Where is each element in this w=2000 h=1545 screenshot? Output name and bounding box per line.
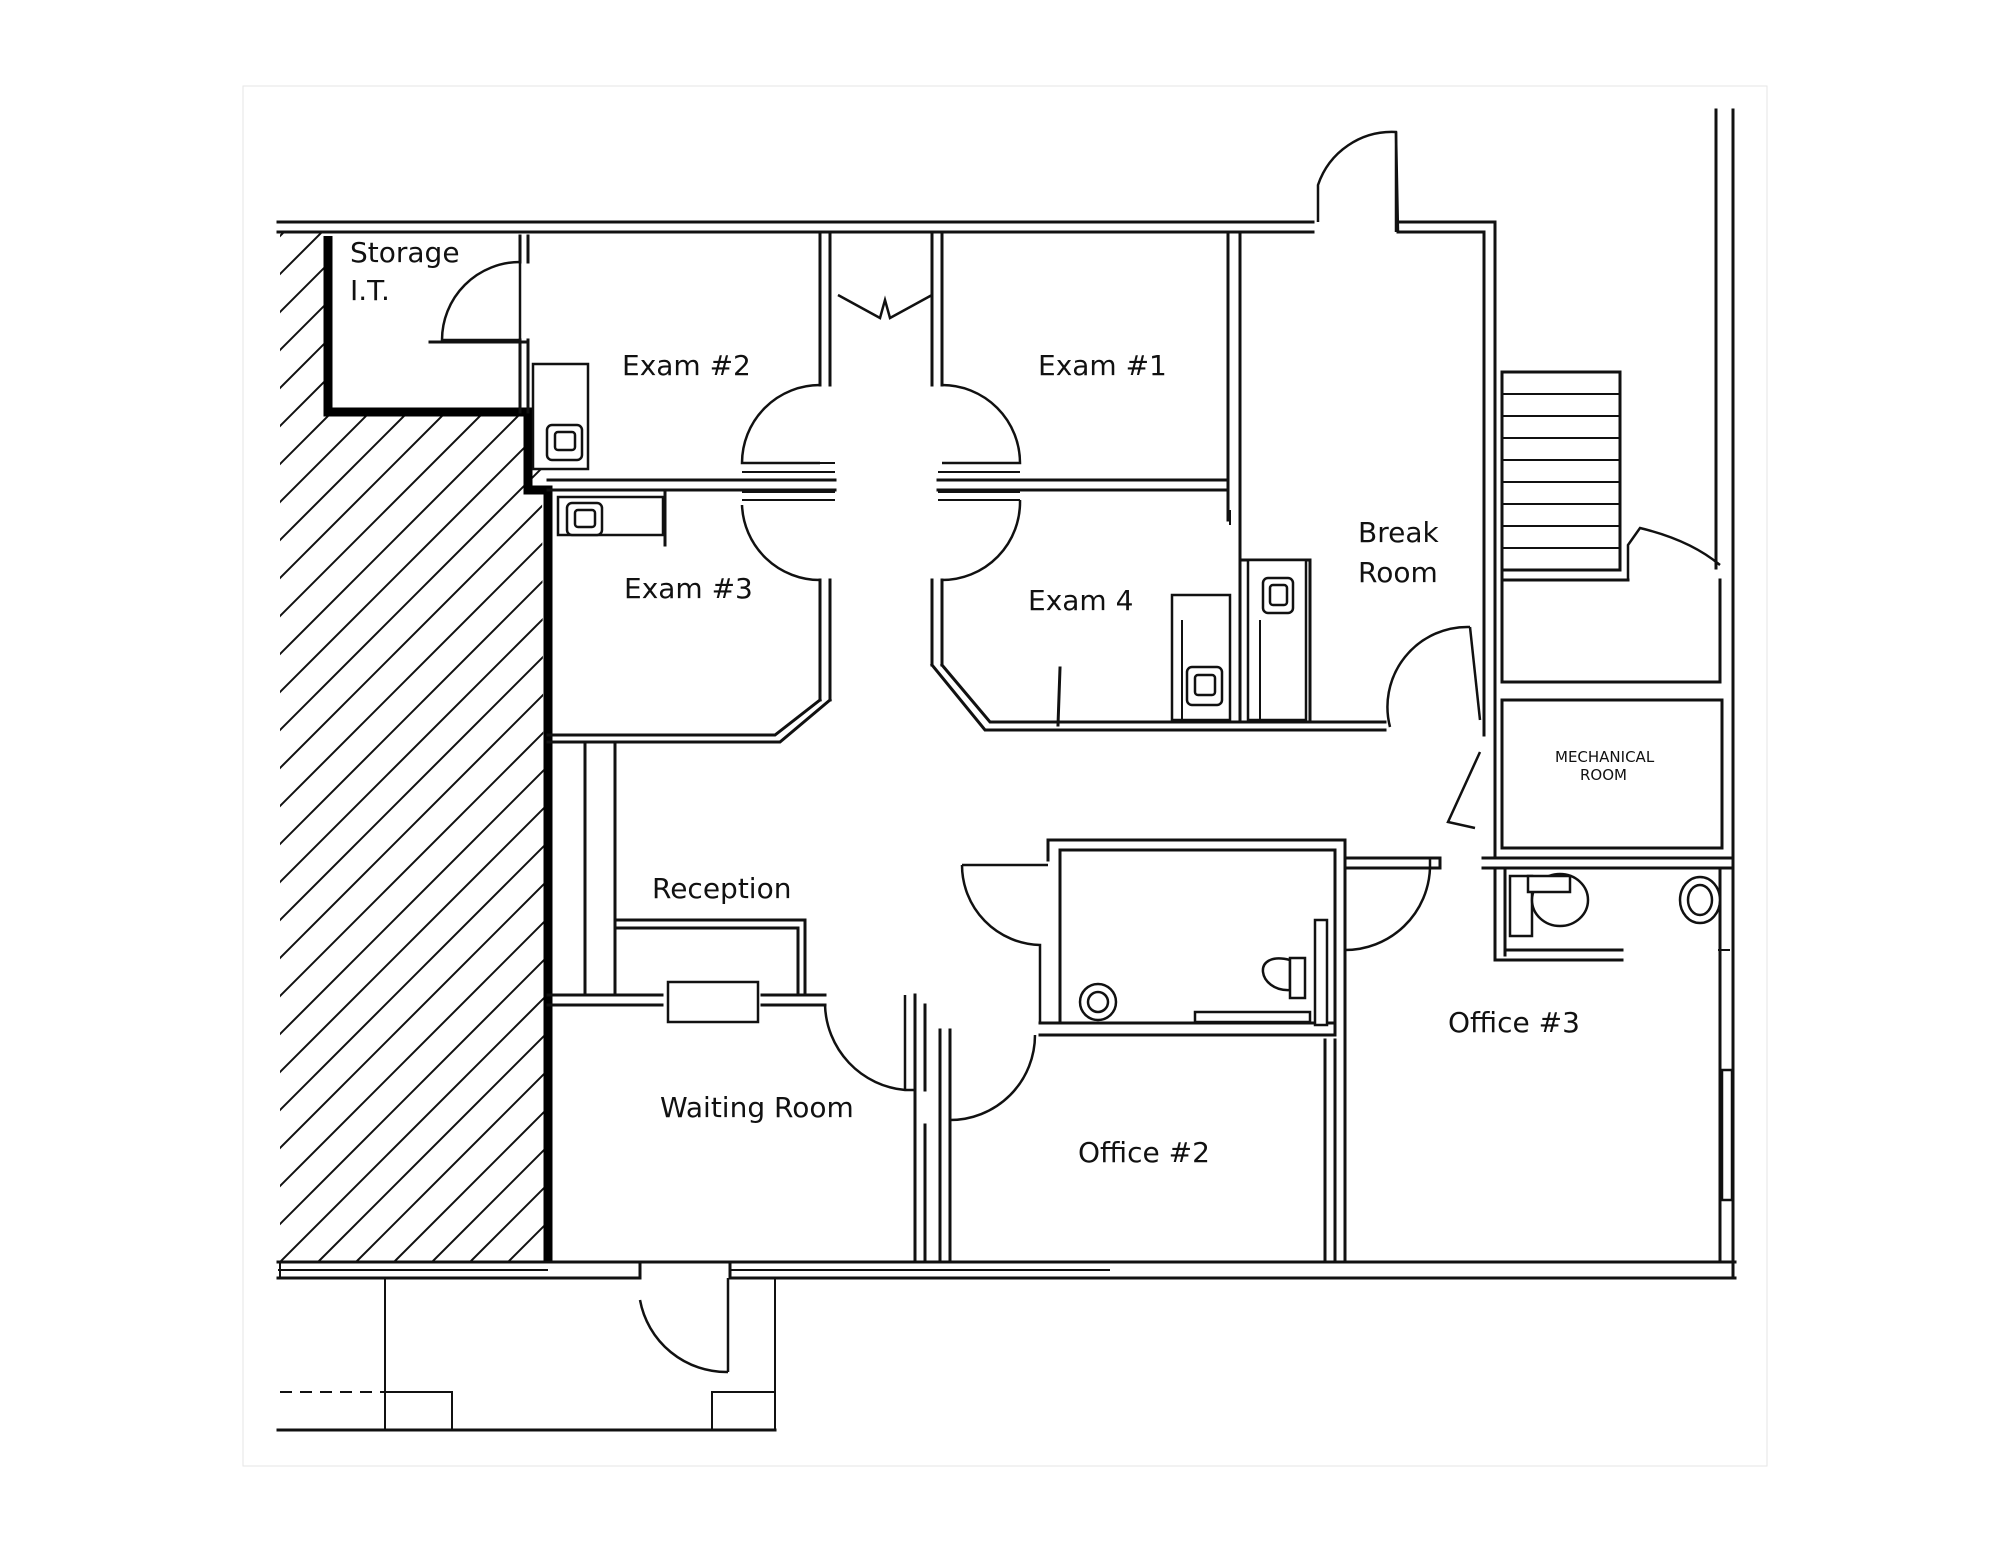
label-waiting: Waiting Room xyxy=(660,1091,854,1124)
label-break: Break xyxy=(1358,516,1439,549)
label-reception: Reception xyxy=(652,872,791,905)
hatch-line xyxy=(0,222,28,1262)
stairs xyxy=(1500,370,1721,580)
hatch-line xyxy=(0,222,104,1262)
hatch-line xyxy=(1420,222,2000,1262)
hatch-line xyxy=(0,222,180,1262)
label-exam1: Exam #1 xyxy=(1038,349,1167,382)
hatch-line xyxy=(1572,222,2000,1262)
hatch-line xyxy=(1762,222,2000,1262)
label-exam4: Exam 4 xyxy=(1028,584,1133,617)
hatch-line xyxy=(280,232,371,1262)
hatch-line xyxy=(774,222,1814,1262)
hatch-line xyxy=(0,222,256,1262)
hatch-line xyxy=(1154,222,2000,1262)
hatch-line xyxy=(280,232,546,1262)
hatch-line xyxy=(1838,222,2000,1262)
interior-walls xyxy=(428,230,1735,1264)
hatch-line xyxy=(1078,222,2000,1262)
hatch-line xyxy=(280,232,546,1262)
hatch-line xyxy=(1496,222,2000,1262)
fixtures xyxy=(531,362,1734,1202)
hatch-line xyxy=(280,232,546,1262)
label-mech-room: ROOM xyxy=(1580,766,1627,784)
hatch-line xyxy=(280,232,546,1262)
hatch-line xyxy=(280,232,409,1262)
hatch-line xyxy=(1192,222,2000,1262)
hatch-line xyxy=(280,232,546,1262)
label-office2: Office #2 xyxy=(1078,1136,1210,1169)
hatch-line xyxy=(0,222,218,1262)
page-frame xyxy=(242,85,1768,1467)
hatch-line xyxy=(280,232,546,1262)
hatch-line xyxy=(1648,222,2000,1262)
hatch-line xyxy=(280,232,485,1262)
hatch-line xyxy=(0,222,142,1262)
hatched-area xyxy=(0,222,2000,1262)
hatch-line xyxy=(1382,222,2000,1262)
hatch-line xyxy=(355,232,546,1262)
hatch-line xyxy=(280,232,546,1262)
hatch-line xyxy=(812,222,1852,1262)
hatch-line xyxy=(698,222,1738,1262)
hatch-line xyxy=(1800,222,2000,1262)
hatch-line xyxy=(280,232,546,1262)
label-it: I.T. xyxy=(350,274,390,307)
hatch-line xyxy=(1040,222,2000,1262)
hatch-line xyxy=(1724,222,2000,1262)
hatch-line xyxy=(1610,222,2000,1262)
hatch-line xyxy=(280,232,546,1262)
hatch-line xyxy=(317,232,546,1262)
hatch-line xyxy=(1116,222,2000,1262)
label-storage: Storage xyxy=(350,236,460,269)
hatch-line xyxy=(280,232,546,1262)
thick-walls xyxy=(323,236,553,1262)
hatch-line xyxy=(0,222,66,1262)
label-exam2: Exam #2 xyxy=(622,349,751,382)
hatch-line xyxy=(280,232,546,1262)
hatch-line xyxy=(1268,222,2000,1262)
hatch-line xyxy=(280,232,523,1262)
hatch-line xyxy=(280,232,546,1262)
hatch-line xyxy=(280,232,447,1262)
room-labels: Storage I.T. Exam #2 Exam #1 Exam #3 Exa… xyxy=(350,236,1655,1169)
hatch-line xyxy=(280,232,333,1262)
hatch-line xyxy=(1306,222,2000,1262)
hatch-line xyxy=(280,232,546,1262)
site-lines xyxy=(276,1262,777,1432)
exterior-walls xyxy=(276,108,1737,1280)
doors xyxy=(440,130,1482,1374)
label-mechanical: MECHANICAL xyxy=(1555,748,1655,766)
label-office3: Office #3 xyxy=(1448,1006,1580,1039)
hatch-line xyxy=(1344,222,2000,1262)
label-exam3: Exam #3 xyxy=(624,572,753,605)
hatch-line xyxy=(280,232,295,1262)
label-room: Room xyxy=(1358,556,1438,589)
hatch-line xyxy=(280,232,546,1262)
